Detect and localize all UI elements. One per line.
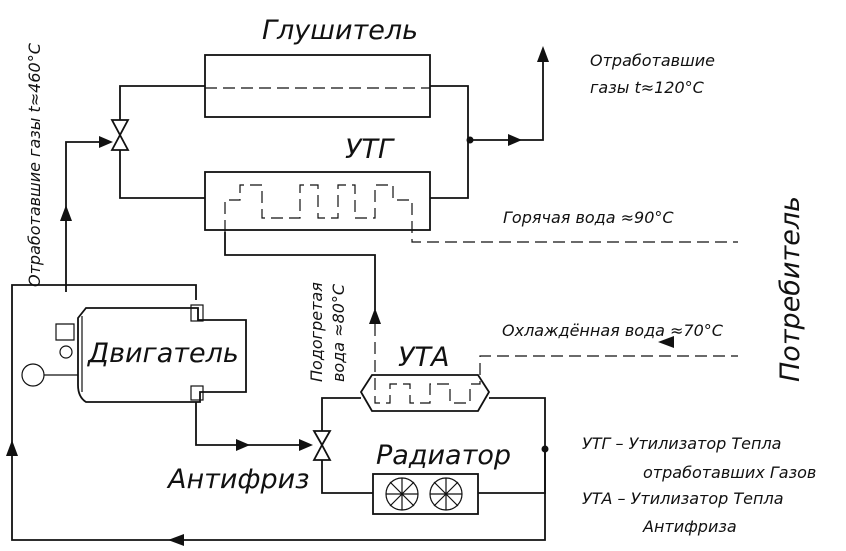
exhaust-stack-arrow bbox=[537, 46, 549, 62]
muffler-utg-outlet-line bbox=[430, 85, 469, 199]
antifreeze-valve-icon bbox=[312, 430, 332, 461]
hot-water-label: Горячая вода ≈90°C bbox=[503, 208, 674, 227]
exhaust-up-arrow bbox=[60, 205, 72, 221]
valve-inlet-arrow bbox=[99, 136, 113, 148]
utg-inlet-line bbox=[119, 150, 205, 199]
utg-coil bbox=[224, 184, 738, 243]
antifreeze-arrow-2 bbox=[236, 439, 250, 451]
exhaust-out-label-2: газы t≈120°C bbox=[590, 78, 705, 97]
exhaust-out-label-1: Отработавшие bbox=[590, 51, 715, 70]
heated-water-label-1: Подогретая bbox=[307, 282, 326, 382]
radiator-label: Радиатор bbox=[376, 440, 511, 471]
uta-to-radiator-line bbox=[478, 397, 546, 494]
exhaust-in-label: Отработавшие газы t≈460°C bbox=[25, 42, 44, 287]
valve-to-uta-line bbox=[321, 397, 361, 431]
return-up-arrow bbox=[6, 440, 18, 456]
return-left-arrow bbox=[168, 534, 184, 546]
uta-coil bbox=[374, 324, 738, 404]
heated-water-line bbox=[224, 232, 376, 310]
fan-icon bbox=[429, 477, 463, 511]
fan-icon bbox=[385, 477, 419, 511]
antifreeze-label: Антифриз bbox=[166, 464, 310, 495]
utg-box bbox=[204, 171, 431, 231]
valve-to-radiator-line bbox=[321, 460, 373, 494]
legend-uta-line1: УТА – Утилизатор Тепла bbox=[582, 489, 784, 508]
utg-label: УТГ bbox=[345, 134, 395, 165]
exhaust-valve-icon bbox=[110, 119, 130, 151]
legend-uta-line2: Антифриза bbox=[642, 517, 737, 536]
antifreeze-arrow bbox=[299, 439, 313, 451]
uta-box bbox=[359, 374, 491, 412]
radiator-box bbox=[372, 473, 479, 515]
engine-exhaust-line bbox=[65, 141, 100, 292]
legend-utg-line1: УТГ – Утилизатор Тепла bbox=[582, 434, 781, 453]
legend-utg-line2: отработавших Газов bbox=[643, 463, 816, 482]
uta-label: УТА bbox=[398, 342, 449, 373]
exhaust-stack-line bbox=[512, 58, 544, 141]
antifreeze-return-line bbox=[11, 284, 546, 541]
engine-to-valve-line bbox=[195, 402, 300, 446]
muffler-box bbox=[204, 54, 431, 118]
cooled-water-label: Охлаждённая вода ≈70°C bbox=[502, 321, 724, 340]
muffler-label: Глушитель bbox=[262, 15, 418, 46]
consumer-label: Потребитель bbox=[775, 196, 806, 382]
heated-water-label-2: вода ≈80°C bbox=[329, 283, 348, 382]
muffler-inlet-line bbox=[119, 85, 205, 120]
cooled-water-arrow bbox=[658, 336, 674, 348]
engine-label: Двигатель bbox=[87, 338, 239, 369]
engine-icon bbox=[21, 304, 247, 403]
heated-water-arrow bbox=[369, 308, 381, 324]
